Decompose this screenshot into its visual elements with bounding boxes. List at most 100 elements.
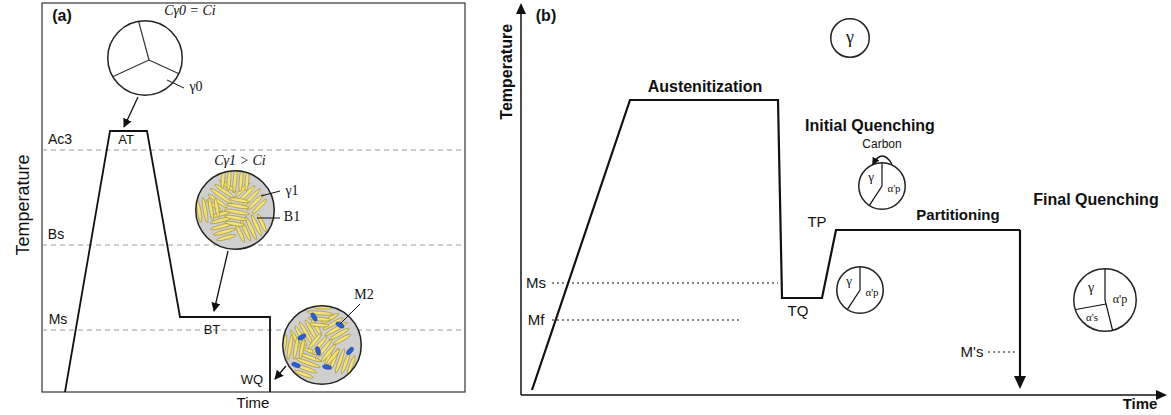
phase-label: γ <box>846 274 852 288</box>
panel-frame <box>42 3 465 392</box>
phase-label: γ <box>868 170 874 184</box>
temperature-level: TP <box>807 214 826 231</box>
phase-label: γ <box>846 28 854 48</box>
temperature-axis <box>520 12 522 395</box>
martensite-island <box>310 312 318 322</box>
ms-dotted-line <box>552 282 778 283</box>
microstructure <box>1073 268 1113 332</box>
microstructure <box>847 266 860 310</box>
phase-label: M2 <box>354 287 373 302</box>
circle-fill <box>108 21 183 96</box>
bainite-lath <box>238 169 244 192</box>
phase-label: α'p <box>865 286 878 298</box>
martensite-island <box>322 364 332 370</box>
phase-circle: γ α'p <box>836 266 884 314</box>
composition-label: Cγ0 = Ci <box>164 3 216 18</box>
quench-arrowhead <box>1014 376 1026 389</box>
bainite-lath <box>225 220 245 227</box>
temperature-level: Ms <box>526 275 546 292</box>
bainite-lath <box>224 214 247 222</box>
martensite-island <box>315 346 322 356</box>
bainite-lath <box>298 339 305 359</box>
stage-name: Initial Quenching <box>805 117 935 135</box>
composition-label: Cγ1 > Ci <box>214 153 266 168</box>
axis-title: Time <box>237 395 270 412</box>
microstructure <box>869 162 882 206</box>
pointer-arrow <box>124 97 138 127</box>
ms-prime-dotted-line <box>988 351 1016 352</box>
ac3-level-line <box>42 150 465 151</box>
bainite-lath <box>224 208 250 216</box>
partitioning-circle: Carbonγα'p <box>858 162 906 210</box>
bainite-lath <box>251 198 268 215</box>
step-label: WQ <box>241 373 263 387</box>
bainite-lath <box>229 197 249 204</box>
phase-boundary <box>869 162 882 206</box>
phase-label: α'p <box>1113 293 1127 306</box>
time-axis <box>521 394 1158 396</box>
circle-fill <box>837 267 884 314</box>
circle-outline <box>1074 269 1137 332</box>
circle-group <box>1073 268 1136 332</box>
phase-label: Carbon <box>862 138 901 151</box>
temperature-level: M's <box>961 344 984 361</box>
circle-outline <box>859 163 906 210</box>
bainite-lath <box>201 197 209 223</box>
circle-fill <box>283 306 362 385</box>
axis-arrowhead <box>1156 390 1167 400</box>
temperature-level: Mf <box>528 312 545 329</box>
temperature-level: Ms <box>49 312 68 327</box>
bainite-lath <box>216 233 236 242</box>
grain-boundary <box>149 60 179 74</box>
stage-name: Austenitization <box>648 78 763 96</box>
circle-outline <box>196 171 275 250</box>
circle-outline <box>837 267 884 314</box>
circle-fill <box>1074 269 1137 332</box>
final-quench-line <box>1019 230 1021 378</box>
circle-group <box>831 19 870 58</box>
circle-illustration <box>107 20 183 96</box>
panel-letter: (a) <box>52 7 72 25</box>
bainite-lath <box>286 334 294 360</box>
martensite-microstructure-circle: M2 <box>282 305 362 385</box>
martensite-island <box>291 361 301 368</box>
phase-label: γ1 <box>285 183 298 198</box>
temperature-level: Ac3 <box>48 132 72 147</box>
circle-outline <box>108 21 183 96</box>
bainite-lath <box>213 198 220 218</box>
circle-outline <box>831 19 870 58</box>
axis-title: Temperature <box>14 154 34 255</box>
grain-boundary <box>112 60 149 77</box>
phase-boundary <box>1105 268 1113 332</box>
bainite-microstructure-circle: Cγ1 > Ciγ1B1 <box>195 170 275 250</box>
step-label: AT <box>118 133 134 147</box>
axis-title: Temperature <box>498 24 516 120</box>
mf-dotted-line <box>552 319 742 320</box>
grain-boundary <box>138 21 149 60</box>
circle-illustration <box>282 305 362 385</box>
qp-path <box>532 100 1020 390</box>
circle-group <box>190 167 280 249</box>
phase-boundary <box>847 266 860 310</box>
bainite-lath <box>309 322 329 327</box>
axis-title: Time <box>1123 396 1158 413</box>
phase-label: α'p <box>887 182 900 194</box>
bainite-lath <box>311 298 331 303</box>
stage-name: Final Quenching <box>1033 191 1158 209</box>
stage-name: Partitioning <box>916 207 999 224</box>
leader-line <box>261 191 280 196</box>
final-phase-circle: γα'pα's <box>1073 268 1137 332</box>
martensite-island <box>345 346 354 356</box>
phase-label: γ <box>1088 280 1094 295</box>
circle-group <box>837 266 884 313</box>
phase-label: γ0 <box>189 79 202 94</box>
bainite-lath <box>275 335 282 355</box>
leader-line <box>167 80 184 88</box>
step-label: BT <box>204 323 221 337</box>
leader-line <box>340 304 360 324</box>
circle-outline <box>283 306 362 385</box>
martensite-island <box>297 333 307 341</box>
circle-group <box>108 21 184 96</box>
circle-fill <box>859 163 906 210</box>
